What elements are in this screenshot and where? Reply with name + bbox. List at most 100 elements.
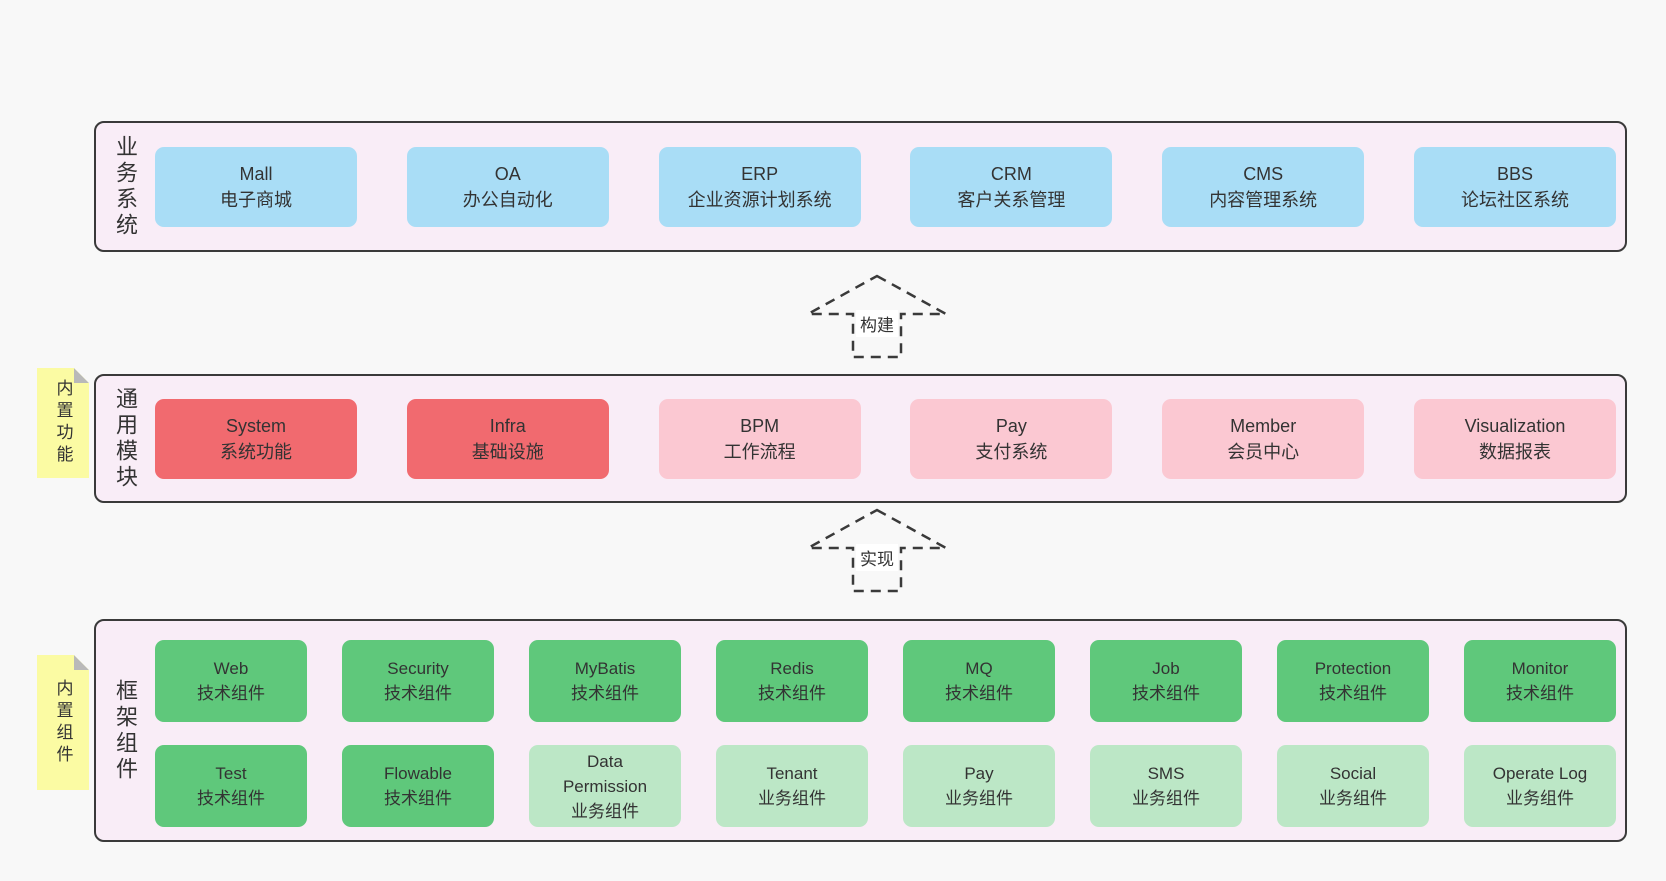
box-subtitle: 论坛社区系统 xyxy=(1460,189,1569,210)
business-systems-row: Mall 电子商城 OA 办公自动化 ERP 企业资源计划系统 CRM 客户关系… xyxy=(155,123,1616,250)
box-title: CRM xyxy=(990,163,1032,184)
framework-components-row-2: Test 技术组件 Flowable 技术组件 Data Permission … xyxy=(155,745,1616,827)
box-operate-log: Operate Log 业务组件 xyxy=(1464,745,1616,827)
box-title: Social xyxy=(1329,764,1377,783)
sticky-note-builtin-components: 内置组件 xyxy=(37,655,89,790)
box-redis: Redis 技术组件 xyxy=(716,640,868,722)
box-pay-biz: Pay 业务组件 xyxy=(903,745,1055,827)
box-subtitle: 客户关系管理 xyxy=(957,189,1066,210)
box-title: System xyxy=(225,415,286,436)
box-security: Security 技术组件 xyxy=(342,640,494,722)
box-bpm: BPM 工作流程 xyxy=(658,398,861,479)
box-subtitle: 基础设施 xyxy=(471,441,544,462)
box-title: Monitor xyxy=(1511,659,1569,678)
box-title: Mall xyxy=(239,163,273,184)
box-subtitle: 系统功能 xyxy=(220,441,292,462)
box-title: Protection xyxy=(1314,659,1392,678)
box-subtitle: 技术组件 xyxy=(758,684,826,703)
box-subtitle: 办公自动化 xyxy=(462,189,553,210)
box-pay: Pay 支付系统 xyxy=(910,398,1113,479)
box-crm: CRM 客户关系管理 xyxy=(910,146,1113,227)
box-member: Member 会员中心 xyxy=(1162,398,1365,479)
box-title: OA xyxy=(494,163,521,184)
box-infra: Infra 基础设施 xyxy=(406,398,609,479)
box-title: BBS xyxy=(1496,163,1533,184)
box-title: Visualization xyxy=(1464,415,1566,436)
build-arrow: 构建 xyxy=(806,274,948,359)
box-title: Data Permission xyxy=(562,751,648,796)
box-subtitle: 技术组件 xyxy=(571,684,639,703)
band-common-modules: 通用模块 System 系统功能 Infra 基础设施 BPM 工作流程 Pay… xyxy=(94,374,1627,503)
box-title: Redis xyxy=(770,659,814,678)
implement-arrow-label: 实现 xyxy=(856,544,898,571)
sticky-label: 内置功能 xyxy=(53,379,73,467)
band-framework-components: 框架组件 Web 技术组件 Security 技术组件 MyBatis 技术组件… xyxy=(94,619,1627,842)
box-title: Operate Log xyxy=(1492,764,1588,783)
box-oa: OA 办公自动化 xyxy=(406,146,609,227)
band-label-framework-components: 框架组件 xyxy=(113,678,138,783)
box-title: Member xyxy=(1230,415,1297,436)
box-title: Test xyxy=(215,764,247,783)
box-title: Pay xyxy=(995,415,1027,436)
box-flowable: Flowable 技术组件 xyxy=(342,745,494,827)
box-tenant: Tenant 业务组件 xyxy=(716,745,868,827)
box-title: ERP xyxy=(741,163,779,184)
box-title: Pay xyxy=(964,764,994,783)
box-subtitle: 业务组件 xyxy=(571,801,639,821)
build-arrow-label: 构建 xyxy=(856,310,898,337)
box-title: Tenant xyxy=(766,764,818,783)
framework-components-row-1: Web 技术组件 Security 技术组件 MyBatis 技术组件 Redi… xyxy=(155,640,1616,722)
box-cms: CMS 内容管理系统 xyxy=(1162,146,1365,227)
box-subtitle: 技术组件 xyxy=(1132,684,1200,703)
box-subtitle: 内容管理系统 xyxy=(1209,189,1318,210)
box-title: Web xyxy=(213,659,249,678)
box-visualization: Visualization 数据报表 xyxy=(1413,398,1616,479)
box-title: SMS xyxy=(1147,764,1185,783)
sticky-note-builtin-features: 内置功能 xyxy=(37,368,89,478)
box-subtitle: 业务组件 xyxy=(758,789,826,808)
box-protection: Protection 技术组件 xyxy=(1277,640,1429,722)
box-subtitle: 技术组件 xyxy=(197,684,265,703)
box-sms: SMS 业务组件 xyxy=(1090,745,1242,827)
band-label-common-modules: 通用模块 xyxy=(113,386,138,491)
box-subtitle: 业务组件 xyxy=(945,789,1013,808)
box-system: System 系统功能 xyxy=(155,398,357,479)
box-title: Infra xyxy=(489,415,526,436)
band-business-systems: 业务系统 Mall 电子商城 OA 办公自动化 ERP 企业资源计划系统 CRM… xyxy=(94,121,1627,252)
box-mall: Mall 电子商城 xyxy=(155,146,357,227)
box-subtitle: 业务组件 xyxy=(1132,789,1200,808)
box-subtitle: 技术组件 xyxy=(384,684,452,703)
sticky-label: 内置组件 xyxy=(53,678,73,767)
box-subtitle: 工作流程 xyxy=(723,441,796,462)
box-title: MyBatis xyxy=(574,659,636,678)
box-subtitle: 会员中心 xyxy=(1227,441,1300,462)
box-test: Test 技术组件 xyxy=(155,745,307,827)
box-subtitle: 业务组件 xyxy=(1506,789,1574,808)
box-title: Security xyxy=(387,659,449,678)
box-subtitle: 技术组件 xyxy=(1319,684,1387,703)
box-title: CMS xyxy=(1243,163,1284,184)
box-title: Job xyxy=(1152,659,1180,678)
box-title: MQ xyxy=(965,659,993,678)
box-subtitle: 技术组件 xyxy=(1506,684,1574,703)
box-subtitle: 支付系统 xyxy=(975,441,1048,462)
box-erp: ERP 企业资源计划系统 xyxy=(658,146,861,227)
box-title: Flowable xyxy=(383,764,453,783)
box-mybatis: MyBatis 技术组件 xyxy=(529,640,681,722)
box-subtitle: 业务组件 xyxy=(1319,789,1387,808)
box-title: BPM xyxy=(740,415,780,436)
box-subtitle: 电子商城 xyxy=(220,189,292,210)
box-web: Web 技术组件 xyxy=(155,640,307,722)
band-label-business-systems: 业务系统 xyxy=(113,134,138,239)
common-modules-row: System 系统功能 Infra 基础设施 BPM 工作流程 Pay 支付系统… xyxy=(155,376,1616,501)
box-data-permission: Data Permission 业务组件 xyxy=(529,745,681,827)
box-social: Social 业务组件 xyxy=(1277,745,1429,827)
box-subtitle: 技术组件 xyxy=(197,789,265,808)
box-monitor: Monitor 技术组件 xyxy=(1464,640,1616,722)
box-subtitle: 数据报表 xyxy=(1478,441,1551,462)
box-subtitle: 技术组件 xyxy=(384,789,452,808)
box-bbs: BBS 论坛社区系统 xyxy=(1413,146,1616,227)
box-mq: MQ 技术组件 xyxy=(903,640,1055,722)
box-job: Job 技术组件 xyxy=(1090,640,1242,722)
